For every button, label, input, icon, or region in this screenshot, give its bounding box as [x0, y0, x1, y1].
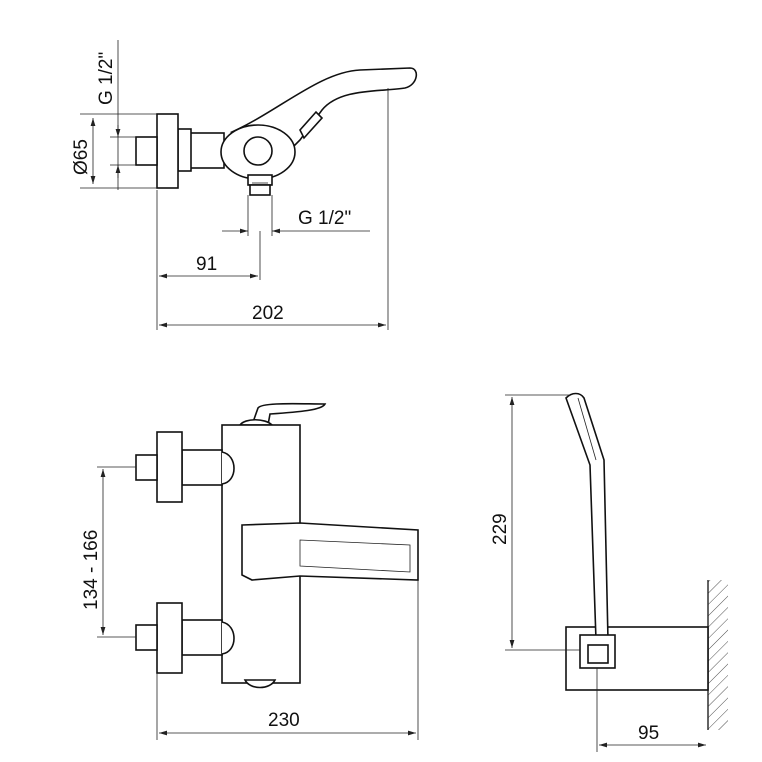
dim-total-width: 230	[268, 710, 300, 731]
dim-handshower-height: 229	[490, 513, 511, 545]
dim-holder-depth: 95	[638, 723, 659, 744]
top-view: G 1/2" Ø65 G 1/2" 91 202	[71, 40, 418, 330]
dim-total-depth: 202	[252, 303, 284, 324]
dim-flange-diameter: Ø65	[71, 139, 92, 175]
front-view: 134 - 166 230	[81, 402, 419, 740]
dim-thread-outlet: G 1/2"	[298, 208, 351, 229]
dim-inlet-spacing: 134 - 166	[81, 530, 102, 610]
dim-outlet-offset: 91	[196, 254, 217, 275]
dim-thread-top: G 1/2"	[96, 52, 117, 105]
side-view: 229 95	[490, 392, 728, 752]
